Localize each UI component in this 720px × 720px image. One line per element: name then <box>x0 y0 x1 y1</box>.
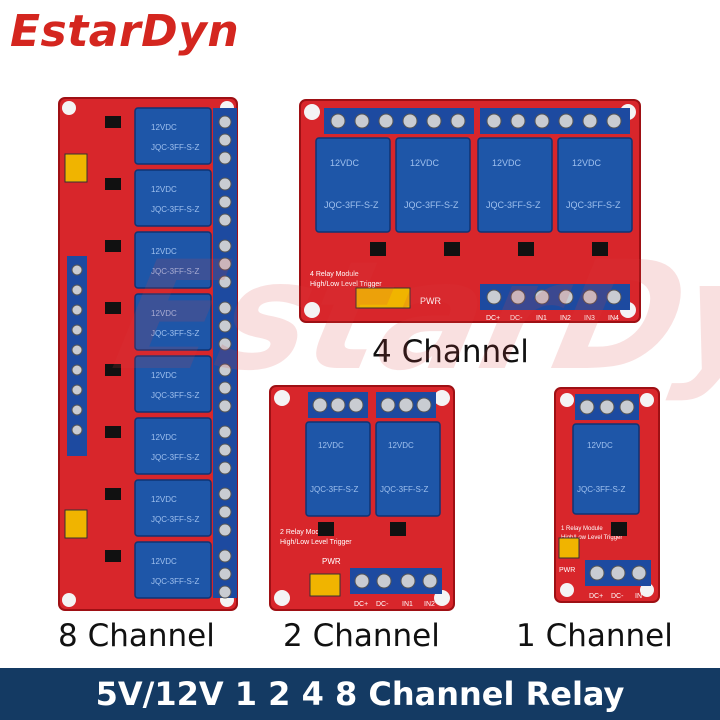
caption-1-channel: 1 Channel <box>516 618 673 654</box>
relay-label-2ch-1: 12VDC <box>318 441 344 450</box>
relay-model-8ch-4: JQC-3FF-S-Z <box>151 329 200 338</box>
board-title-4ch: 4 Relay Module <box>310 271 359 278</box>
relay-board-1-channel-image: 12VDC JQC-3FF-S-Z 1 Relay Module High/Lo… <box>554 387 660 603</box>
relay-label-8ch-5: 12VDC <box>151 371 177 380</box>
pin-label-4ch-1: DC+ <box>486 315 500 322</box>
brand-logo: EstarDyn <box>10 6 240 57</box>
relay-board-4-channel-image: 12VDC JQC-3FF-S-Z 12VDC JQC-3FF-S-Z 12VD… <box>299 99 641 323</box>
board-trigger-1ch: High/Low Level Trigger <box>561 535 622 541</box>
pin-label-1ch-1: DC+ <box>589 593 603 600</box>
relay-label-8ch-8: 12VDC <box>151 557 177 566</box>
relay-label-8ch-6: 12VDC <box>151 433 177 442</box>
relay-model-2ch-2: JQC-3FF-S-Z <box>380 485 429 494</box>
pwr-label-2ch: PWR <box>322 557 341 566</box>
pin-label-1ch-2: DC- <box>611 593 624 600</box>
relay-model-4ch-3: JQC-3FF-S-Z <box>486 200 541 210</box>
relay-board-4-channel: 12VDC JQC-3FF-S-Z 12VDC JQC-3FF-S-Z 12VD… <box>296 96 644 331</box>
relay-board-8-channel-image: 12VDC JQC-3FF-S-Z 12VDC JQC-3FF-S-Z 12VD… <box>58 97 238 611</box>
pin-label-4ch-5: IN3 <box>584 315 595 322</box>
relay-label-1ch: 12VDC <box>587 441 613 450</box>
relay-label-8ch-3: 12VDC <box>151 247 177 256</box>
relay-model-1ch: JQC-3FF-S-Z <box>577 485 626 494</box>
relay-model-8ch-6: JQC-3FF-S-Z <box>151 453 200 462</box>
relay-label-8ch-1: 12VDC <box>151 123 177 132</box>
relay-label-4ch-4: 12VDC <box>572 158 602 168</box>
relay-label-4ch-1: 12VDC <box>330 158 360 168</box>
pin-label-4ch-6: IN4 <box>608 315 619 322</box>
relay-label-8ch-2: 12VDC <box>151 185 177 194</box>
relay-board-1-channel: 12VDC JQC-3FF-S-Z 1 Relay Module High/Lo… <box>551 384 663 611</box>
relay-model-8ch-1: JQC-3FF-S-Z <box>151 143 200 152</box>
pin-label-4ch-4: IN2 <box>560 315 571 322</box>
bottom-banner: 5V/12V 1 2 4 8 Channel Relay <box>0 668 720 720</box>
caption-4-channel: 4 Channel <box>372 334 529 370</box>
pin-label-2ch-1: DC+ <box>354 601 368 608</box>
relay-label-2ch-2: 12VDC <box>388 441 414 450</box>
relay-model-8ch-3: JQC-3FF-S-Z <box>151 267 200 276</box>
relay-board-8-channel: 12VDC JQC-3FF-S-Z 12VDC JQC-3FF-S-Z 12VD… <box>55 94 241 619</box>
relay-model-2ch-1: JQC-3FF-S-Z <box>310 485 359 494</box>
relay-model-8ch-8: JQC-3FF-S-Z <box>151 577 200 586</box>
pin-label-2ch-3: IN1 <box>402 601 413 608</box>
board-trigger-4ch: High/Low Level Trigger <box>310 281 382 288</box>
relay-label-8ch-4: 12VDC <box>151 309 177 318</box>
relay-label-8ch-7: 12VDC <box>151 495 177 504</box>
pin-label-2ch-2: DC- <box>376 601 389 608</box>
relay-label-4ch-2: 12VDC <box>410 158 440 168</box>
board-trigger-2ch: High/Low Level Trigger <box>280 539 352 546</box>
pin-label-4ch-3: IN1 <box>536 315 547 322</box>
relay-model-8ch-2: JQC-3FF-S-Z <box>151 205 200 214</box>
pin-label-2ch-4: IN2 <box>424 601 435 608</box>
relay-model-8ch-5: JQC-3FF-S-Z <box>151 391 200 400</box>
caption-8-channel: 8 Channel <box>58 618 215 654</box>
relay-model-4ch-4: JQC-3FF-S-Z <box>566 200 621 210</box>
pin-label-1ch-3: IN <box>635 593 642 600</box>
relay-label-4ch-3: 12VDC <box>492 158 522 168</box>
relay-board-2-channel-image: 12VDC JQC-3FF-S-Z 12VDC JQC-3FF-S-Z 2 Re… <box>269 385 455 611</box>
relay-model-4ch-1: JQC-3FF-S-Z <box>324 200 379 210</box>
board-title-1ch: 1 Relay Module <box>561 526 603 532</box>
board-title-2ch: 2 Relay Module <box>280 529 329 536</box>
banner-title: 5V/12V 1 2 4 8 Channel Relay <box>95 675 625 713</box>
relay-board-2-channel: 12VDC JQC-3FF-S-Z 12VDC JQC-3FF-S-Z 2 Re… <box>266 382 458 619</box>
caption-2-channel: 2 Channel <box>283 618 440 654</box>
relay-model-8ch-7: JQC-3FF-S-Z <box>151 515 200 524</box>
relay-model-4ch-2: JQC-3FF-S-Z <box>404 200 459 210</box>
pin-label-4ch-2: DC- <box>510 315 523 322</box>
pwr-label-4ch: PWR <box>420 296 441 306</box>
pwr-label-1ch: PWR <box>559 567 575 574</box>
